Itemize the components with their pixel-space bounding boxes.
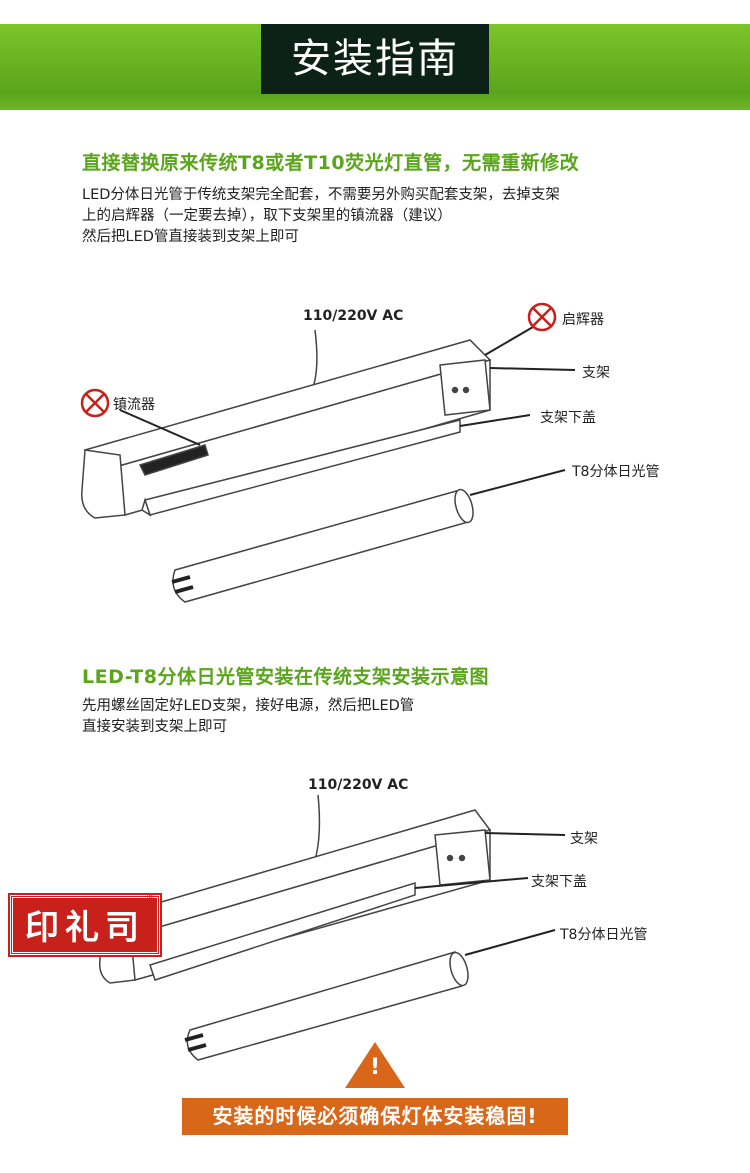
section2-text: 先用螺丝固定好LED支架，接好电源，然后把LED管 直接安装到支架上即可 <box>82 696 414 738</box>
prohibited-icon-ballast <box>80 388 110 418</box>
fixture-diagram-1 <box>80 302 576 603</box>
warning-banner: 安装的时候必须确保灯体安装稳固! <box>182 1098 568 1135</box>
bracket-label: 支架 <box>582 365 610 381</box>
tube-label: T8分体日光管 <box>572 464 660 480</box>
text-line: 先用螺丝固定好LED支架，接好电源，然后把LED管 <box>82 698 415 714</box>
text-line: 直接安装到支架上即可 <box>82 719 227 735</box>
registered-mark: ® <box>146 893 155 903</box>
voltage-label: 110/220V AC <box>308 777 409 793</box>
ballast-label: 镇流器 <box>113 397 155 413</box>
brand-stamp: 印礼司 <box>8 893 162 957</box>
cover-label: 支架下盖 <box>540 410 596 426</box>
starter-label: 启辉器 <box>562 312 604 328</box>
prohibited-icon-starter <box>527 302 557 332</box>
cover-label: 支架下盖 <box>531 874 587 890</box>
voltage-label: 110/220V AC <box>303 308 404 324</box>
warning-triangle-icon <box>345 1042 405 1088</box>
tube-label: T8分体日光管 <box>560 927 648 943</box>
section1-text: LED分体日光管于传统支架完全配套，不需要另外购买配套支架，去掉支架 上的启辉器… <box>82 185 560 248</box>
text-line: 上的启辉器（一定要去掉），取下支架里的镇流器（建议） <box>82 208 452 224</box>
bracket-label: 支架 <box>570 831 598 847</box>
text-line: LED分体日光管于传统支架完全配套，不需要另外购买配套支架，去掉支架 <box>82 187 560 203</box>
text-line: 然后把LED管直接装到支架上即可 <box>82 229 299 245</box>
warning-symbol: ! <box>369 1055 381 1080</box>
section1-heading: 直接替换原来传统T8或者T10荧光灯直管，无需重新修改 <box>82 152 580 174</box>
page-title: 安装指南 <box>261 24 489 94</box>
section2-heading: LED-T8分体日光管安装在传统支架安装示意图 <box>82 666 489 688</box>
